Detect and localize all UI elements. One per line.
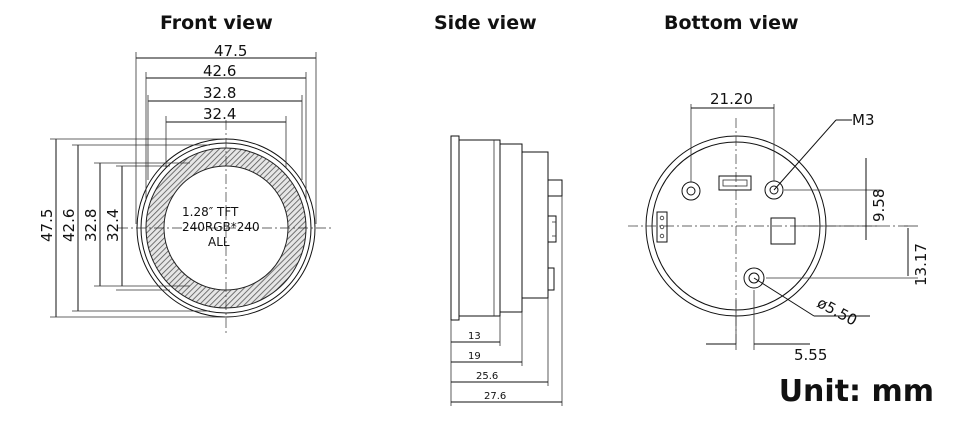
front-hatched-bezel: [145, 147, 307, 309]
side-pcb: [499, 143, 523, 313]
bottom-dim-top: 21.20: [710, 90, 753, 108]
side-dim-1: 13: [468, 331, 481, 342]
bottom-view-title: Bottom view: [664, 12, 799, 34]
side-components: [521, 151, 549, 299]
bottom-dim-right-2: 13.17: [912, 243, 930, 286]
screen-resolution-label: 240RGB*240: [182, 220, 260, 234]
front-dim-v-4: 32.4: [104, 209, 122, 242]
front-dim-h-2: 42.6: [203, 62, 236, 80]
front-dim-h-1: 47.5: [214, 42, 247, 60]
bottom-chip: [770, 217, 796, 245]
front-dim-v-1: 47.5: [38, 209, 56, 242]
unit-label: Unit: mm: [778, 374, 934, 409]
side-view-title: Side view: [434, 12, 537, 34]
side-bezel: [450, 135, 460, 321]
front-view-title: Front view: [160, 12, 273, 34]
front-dim-v-3: 32.8: [82, 209, 100, 242]
front-dim-h-4: 32.4: [203, 105, 236, 123]
front-dim-v-2: 42.6: [60, 209, 78, 242]
side-dim-4: 27.6: [484, 391, 506, 402]
m3-label: M3: [852, 111, 875, 129]
mount-hole-left: [681, 181, 701, 201]
front-view: 47.5 42.6 32.8 32.4 47.5 42.6 32.8 32.4 …: [38, 42, 334, 336]
bottom-side-pins: [656, 211, 668, 243]
mount-hole-bottom: [743, 267, 765, 289]
bottom-dim-right-1: 9.58: [870, 189, 888, 222]
m3-leader: [773, 119, 837, 191]
side-dim-2: 19: [468, 351, 481, 362]
side-dim-3: 25.6: [476, 371, 498, 382]
screen-size-label: 1.28″ TFT: [182, 205, 239, 219]
side-view: 13 19 25.6 27.6: [450, 135, 563, 406]
side-connector-top: [547, 179, 563, 197]
bottom-dim-diameter: ø5.50: [814, 294, 860, 330]
bottom-dim-bottom: 5.55: [794, 346, 827, 364]
side-connector-mid: [547, 215, 557, 243]
diam-leader: [753, 277, 815, 317]
front-dim-h-3: 32.8: [203, 84, 236, 102]
screen-mode-label: ALL: [208, 235, 230, 249]
side-connector-bottom: [547, 267, 555, 291]
bottom-connector: [718, 175, 752, 191]
bottom-view: 21.20 M3 9.58 13.17 ø5.50 5.55: [628, 90, 930, 364]
